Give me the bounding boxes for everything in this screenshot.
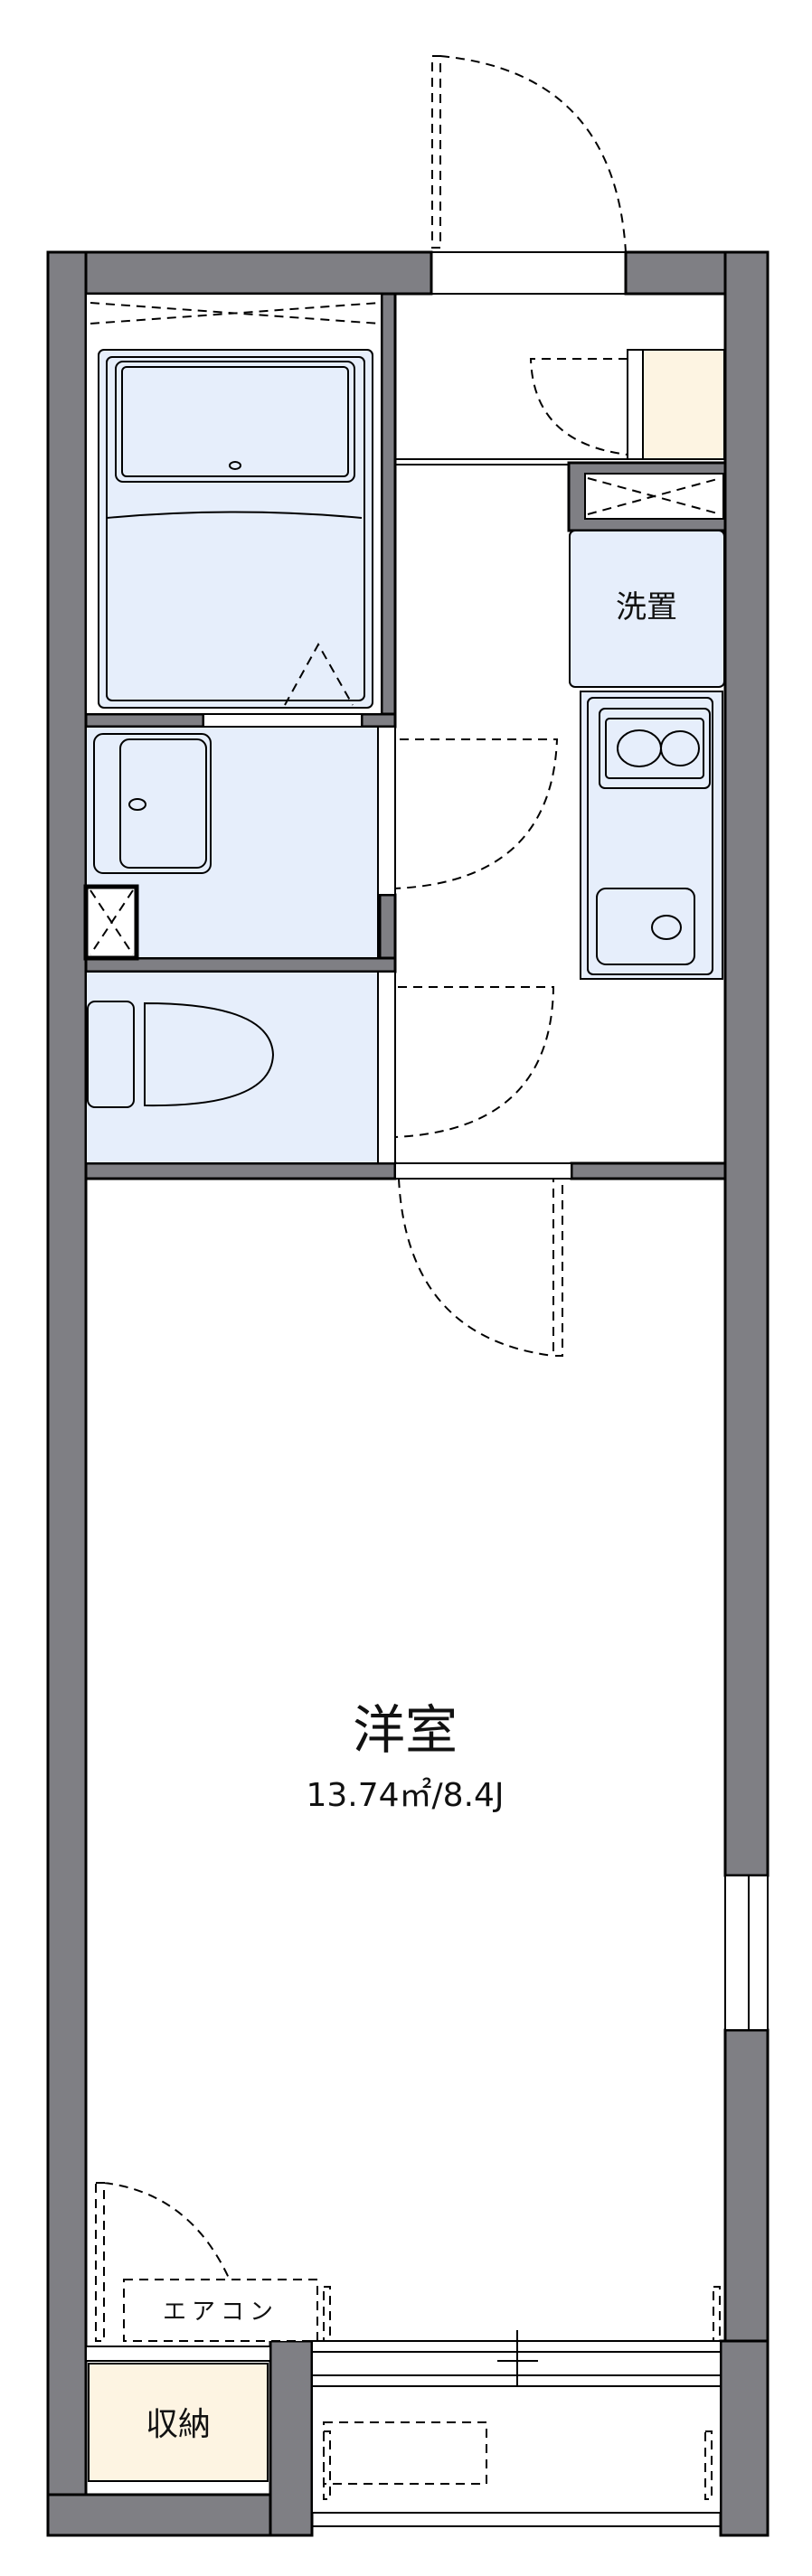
stove — [599, 708, 711, 789]
toilet-bowl — [144, 1001, 275, 1107]
toilet-tank — [87, 1001, 135, 1108]
toilet-room — [85, 971, 396, 1164]
room-door — [398, 1178, 563, 1357]
washroom-door — [394, 738, 559, 889]
burner — [660, 730, 700, 766]
main-room-area: 13.74㎡/8.4J — [306, 1776, 504, 1814]
main-room-label: 洋室 — [353, 1699, 458, 1761]
bathroom — [85, 293, 382, 728]
kitchen-sink — [596, 888, 695, 965]
main-room: 洋室 13.74㎡/8.4J エアコン — [95, 1178, 563, 2342]
washroom — [83, 726, 396, 961]
storage: 収納 — [85, 2346, 271, 2482]
closet-door — [95, 2182, 250, 2342]
window-right — [724, 1875, 769, 2031]
balcony-sliding-door — [311, 2286, 722, 2395]
air-conditioner-label: エアコン — [163, 2299, 279, 2326]
shoe-cabinet — [642, 349, 725, 460]
storage-label: 収納 — [146, 2406, 211, 2443]
air-conditioner — [123, 2279, 318, 2342]
hallway: 洗置 — [394, 349, 725, 1180]
outer-walls — [46, 250, 770, 2537]
washer-space-label: 洗置 — [616, 589, 677, 625]
entrance-door-opening — [430, 251, 627, 295]
sink-vanity — [93, 733, 212, 874]
toilet-door — [394, 986, 555, 1138]
balcony — [311, 2385, 722, 2527]
entrance-door — [431, 55, 627, 253]
washer-space — [569, 530, 725, 688]
